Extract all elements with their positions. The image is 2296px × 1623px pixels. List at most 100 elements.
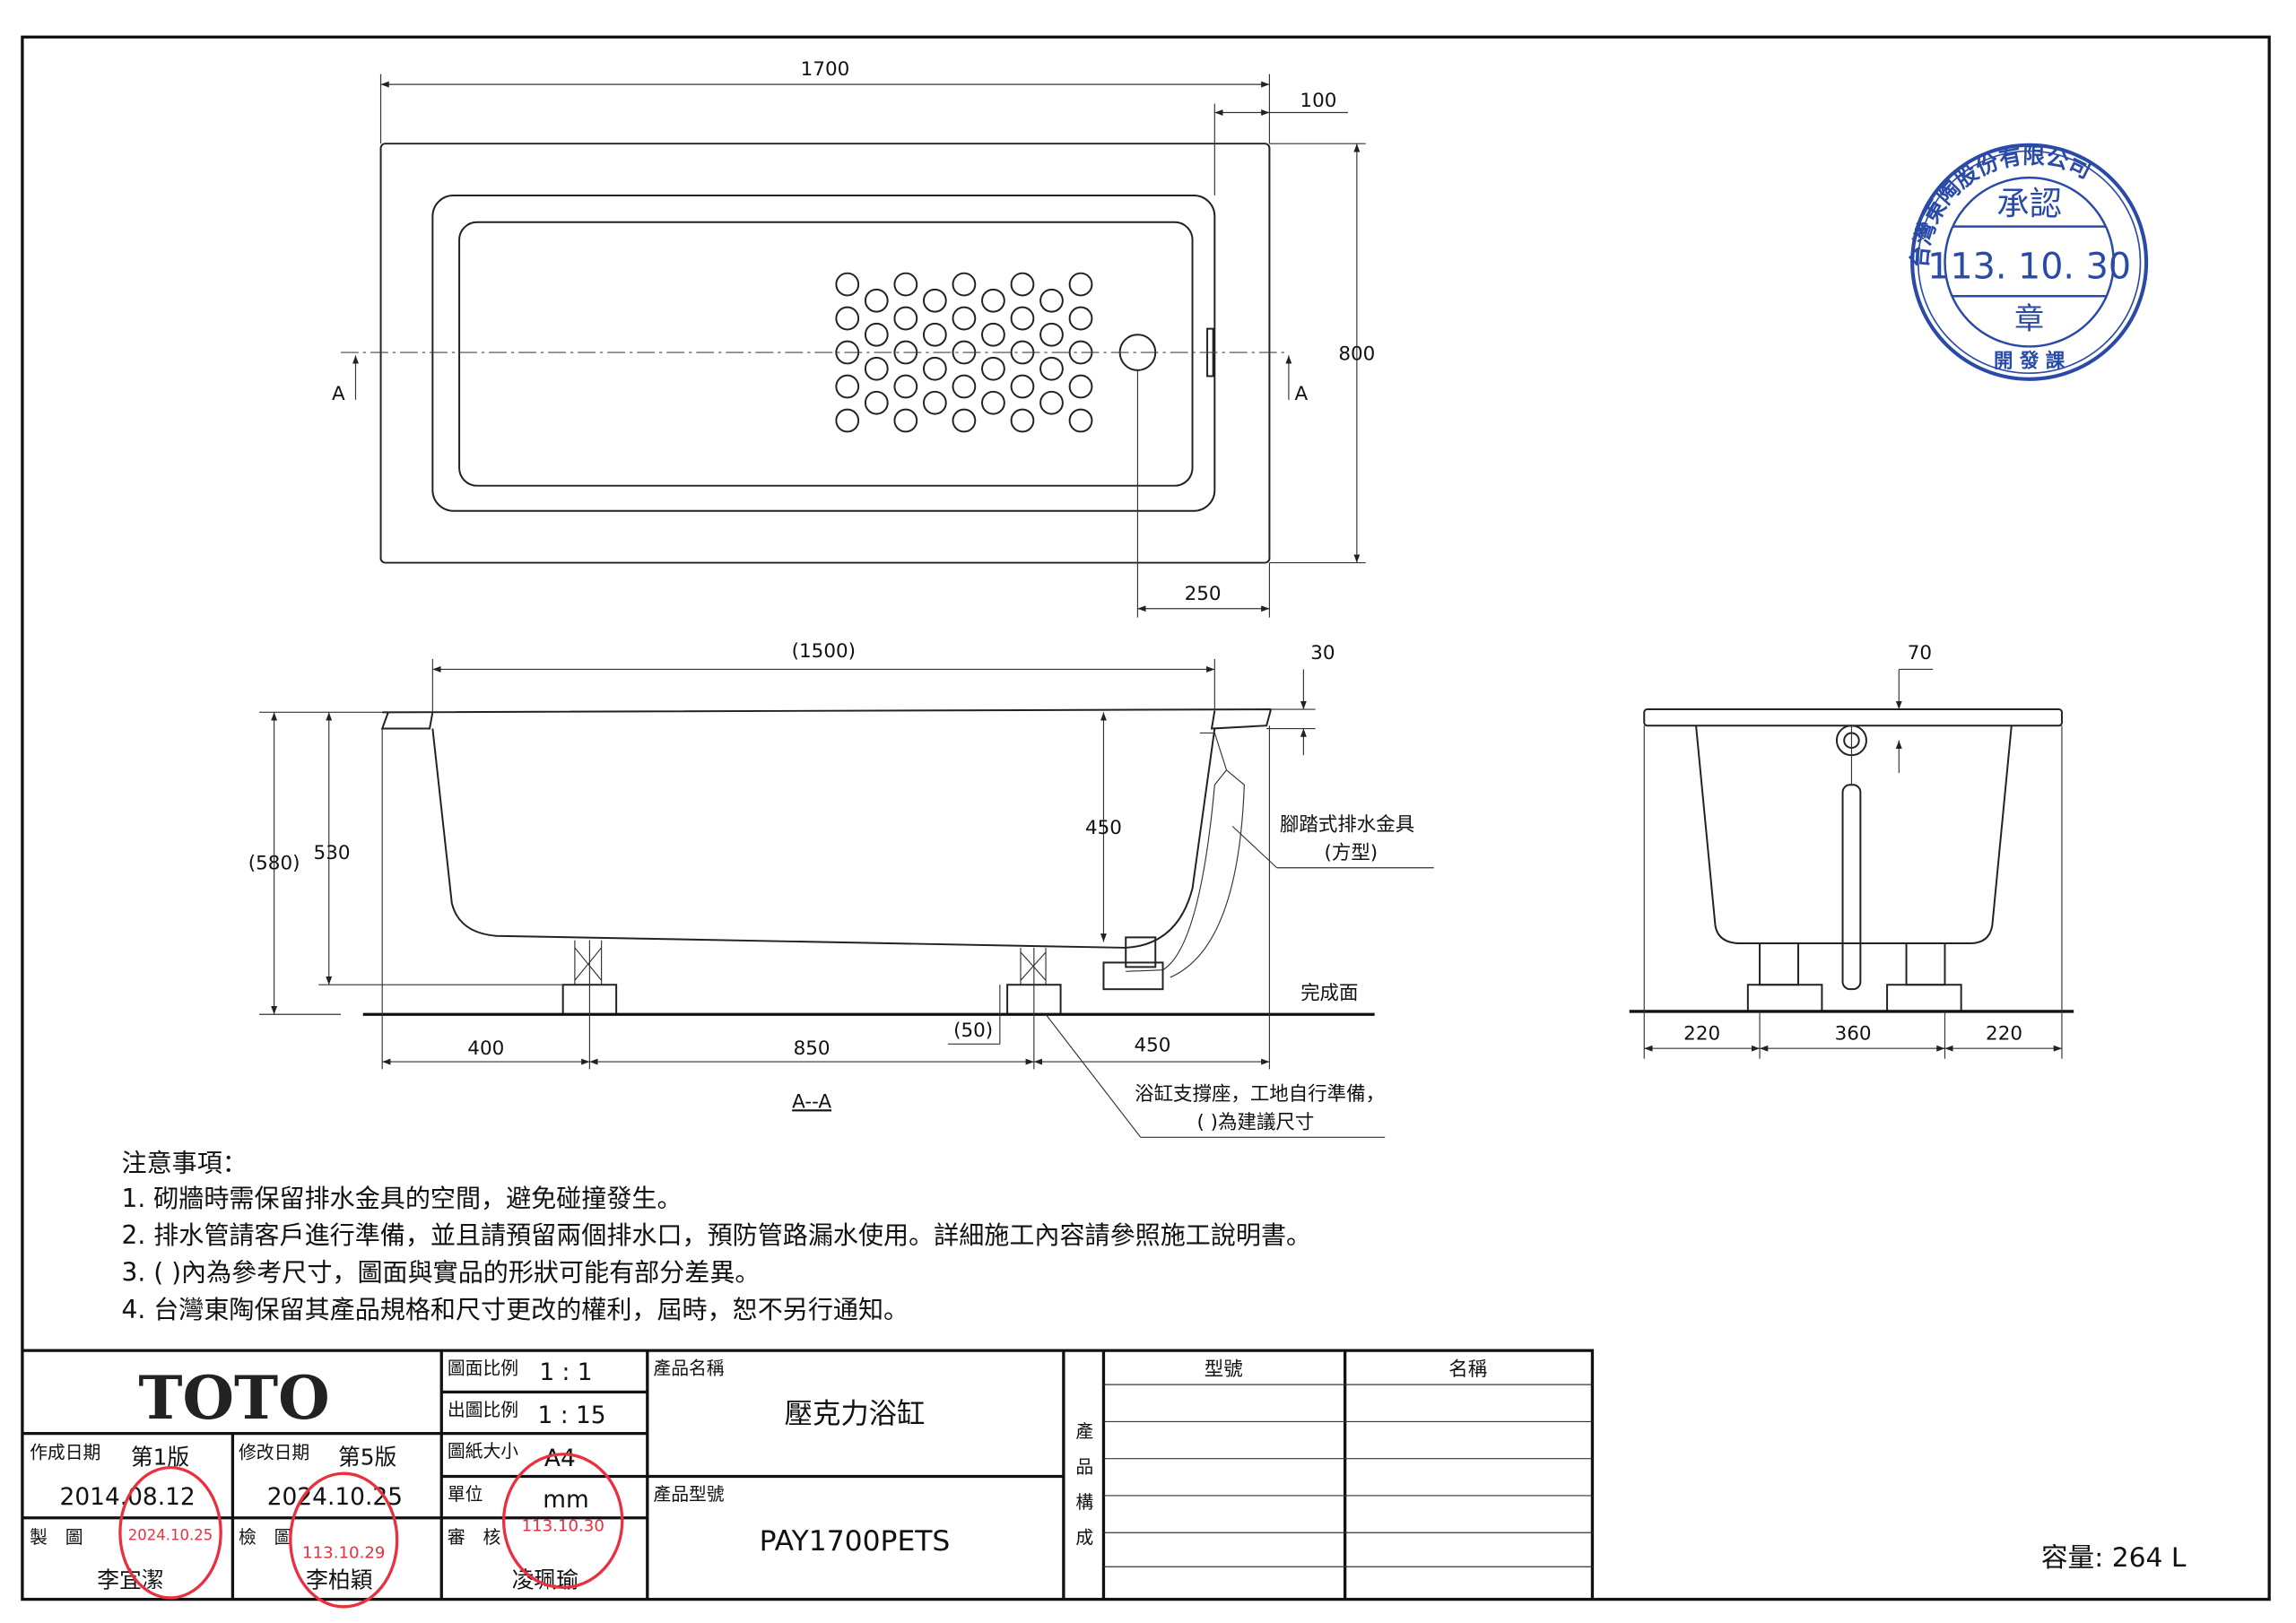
stamp-dept: 開 發 課 [1994,350,2066,373]
dim-end-rim: 70 [1908,642,1932,664]
anti-slip-dot [835,374,860,399]
stamp-top: 承認 [1996,184,2062,222]
anti-slip-dot [864,322,889,347]
print-scale-value: 1 : 15 [538,1402,606,1429]
anti-slip-dot [952,306,977,331]
anti-slip-dot [922,288,947,313]
section-mark-left: A [332,383,345,405]
anti-slip-dot [1039,356,1064,381]
dim-total-height: (580) [248,852,300,874]
stamp-date-checked: 113.10.29 [302,1543,385,1562]
checked-by: 李柏穎 [306,1567,373,1593]
sheet-border [21,35,2271,1601]
anti-slip-dot [893,408,918,433]
anti-slip-dot [835,306,860,331]
scale-value: 1 : 1 [539,1358,592,1386]
created-label: 作成日期 [30,1443,100,1463]
title-block: TOTO 作成日期 第1版 2014.08.12 修改日期 第5版 2024.1… [22,1349,1595,1609]
anti-slip-dot [1039,288,1064,313]
anti-slip-dot [981,390,1005,415]
drawn-label: 製 圖 [30,1527,83,1548]
anti-slip-dot [1039,390,1064,415]
revised-version: 第5版 [338,1444,396,1470]
product-name: 壓克力浴缸 [785,1398,926,1430]
anti-slip-dot [981,288,1005,313]
anti-slip-dot [1010,408,1035,433]
anti-slip-dot [981,356,1005,381]
stamp-date-approved: 113.10.30 [521,1517,604,1536]
checked-label: 檢 圖 [239,1527,291,1548]
dim-end-right: 220 [1986,1022,2022,1045]
anti-slip-dot [835,272,860,297]
anti-slip-dot [1068,408,1093,433]
stamp-bottom: 章 [2014,301,2044,336]
paper-label: 圖紙大小 [448,1441,518,1462]
drain-type-label: (方型) [1325,842,1378,864]
anti-slip-dot [952,272,977,297]
anti-slip-dot [1010,374,1035,399]
dim-width: 800 [1338,343,1375,365]
anti-slip-dot [1068,374,1093,399]
anti-slip-dot [864,288,889,313]
note-1: 1. 砌牆時需保留排水金具的空間，避免碰撞發生。 [122,1184,683,1213]
product-name-label: 產品名稱 [653,1358,724,1379]
unit-value: mm [543,1486,588,1514]
dim-support: (50) [953,1020,993,1042]
anti-slip-dot [864,390,889,415]
scale-label: 圖面比例 [448,1358,518,1379]
end-view: 70 220 360 220 [1629,642,2074,1059]
print-scale-label: 出圖比例 [448,1400,518,1420]
dim-rim: 100 [1300,90,1336,112]
anti-slip-dot [893,374,918,399]
anti-slip-dot [1039,322,1064,347]
anti-slip-dot [1068,306,1093,331]
section-view: (1500) 30 (580) 530 450 400 850 450 (50)… [248,640,1434,1138]
dim-end-mid: 360 [1835,1022,1872,1045]
col-model-header: 型號 [1205,1358,1243,1381]
dim-rim-thickness: 30 [1310,642,1335,664]
created-version: 第1版 [131,1444,189,1470]
composition-label: 產品構成 [1073,1421,1093,1564]
note-3: 3. ( )內為參考尺寸，圖面與實品的形狀可能有部分差異。 [122,1258,761,1288]
top-view: 1700 100 800 250 A A [332,58,1375,618]
anti-slip-dot [922,356,947,381]
section-mark-right: A [1294,383,1308,405]
anti-slip-dot [952,374,977,399]
anti-slip-dot [981,322,1005,347]
anti-slip-dot [864,356,889,381]
dim-right: 450 [1134,1035,1170,1057]
product-model-label: 產品型號 [653,1484,724,1505]
drain-label: 腳踏式排水金具 [1280,813,1414,836]
anti-slip-dot [922,390,947,415]
stamp-date: 113. 10. 30 [1927,246,2131,287]
unit-label: 單位 [448,1484,483,1505]
anti-slip-dot [835,408,860,433]
floor-label: 完成面 [1300,983,1358,1005]
paper-value: A4 [544,1445,576,1472]
support-label: 浴缸支撐座，工地自行準備， [1135,1083,1385,1106]
note-4: 4. 台灣東陶保留其產品規格和尺寸更改的權利，屆時，恕不另行通知。 [122,1295,909,1324]
stamp-date-drawn: 2024.10.25 [128,1527,213,1544]
anti-slip-dot [1068,272,1093,297]
capacity: 容量: 264 L [2041,1542,2187,1574]
support-note: ( )為建議尺寸 [1196,1111,1314,1133]
anti-slip-dot [893,272,918,297]
revised-date: 2024.10.25 [267,1483,403,1511]
anti-slip-dots [835,272,1093,433]
dim-length: 1700 [801,58,850,81]
col-name-header: 名稱 [1448,1358,1487,1381]
dim-depth: 450 [1085,817,1122,839]
revised-label: 修改日期 [239,1443,309,1463]
anti-slip-dot [922,322,947,347]
note-2: 2. 排水管請客戶進行準備，並且請預留兩個排水口，預防管路漏水使用。詳細施工內容… [122,1220,1312,1250]
dim-end-left: 220 [1683,1022,1720,1045]
approval-stamp: 台灣東陶股份有限公司 承認 113. 10. 30 章 開 發 課 [1907,143,2149,381]
anti-slip-dot [952,408,977,433]
notes-title: 注意事項： [122,1148,248,1177]
product-model: PAY1700PETS [760,1525,951,1558]
anti-slip-dot [1010,272,1035,297]
dim-height: 530 [314,842,351,864]
dim-drain: 250 [1185,583,1222,605]
dim-mid: 850 [794,1037,831,1060]
